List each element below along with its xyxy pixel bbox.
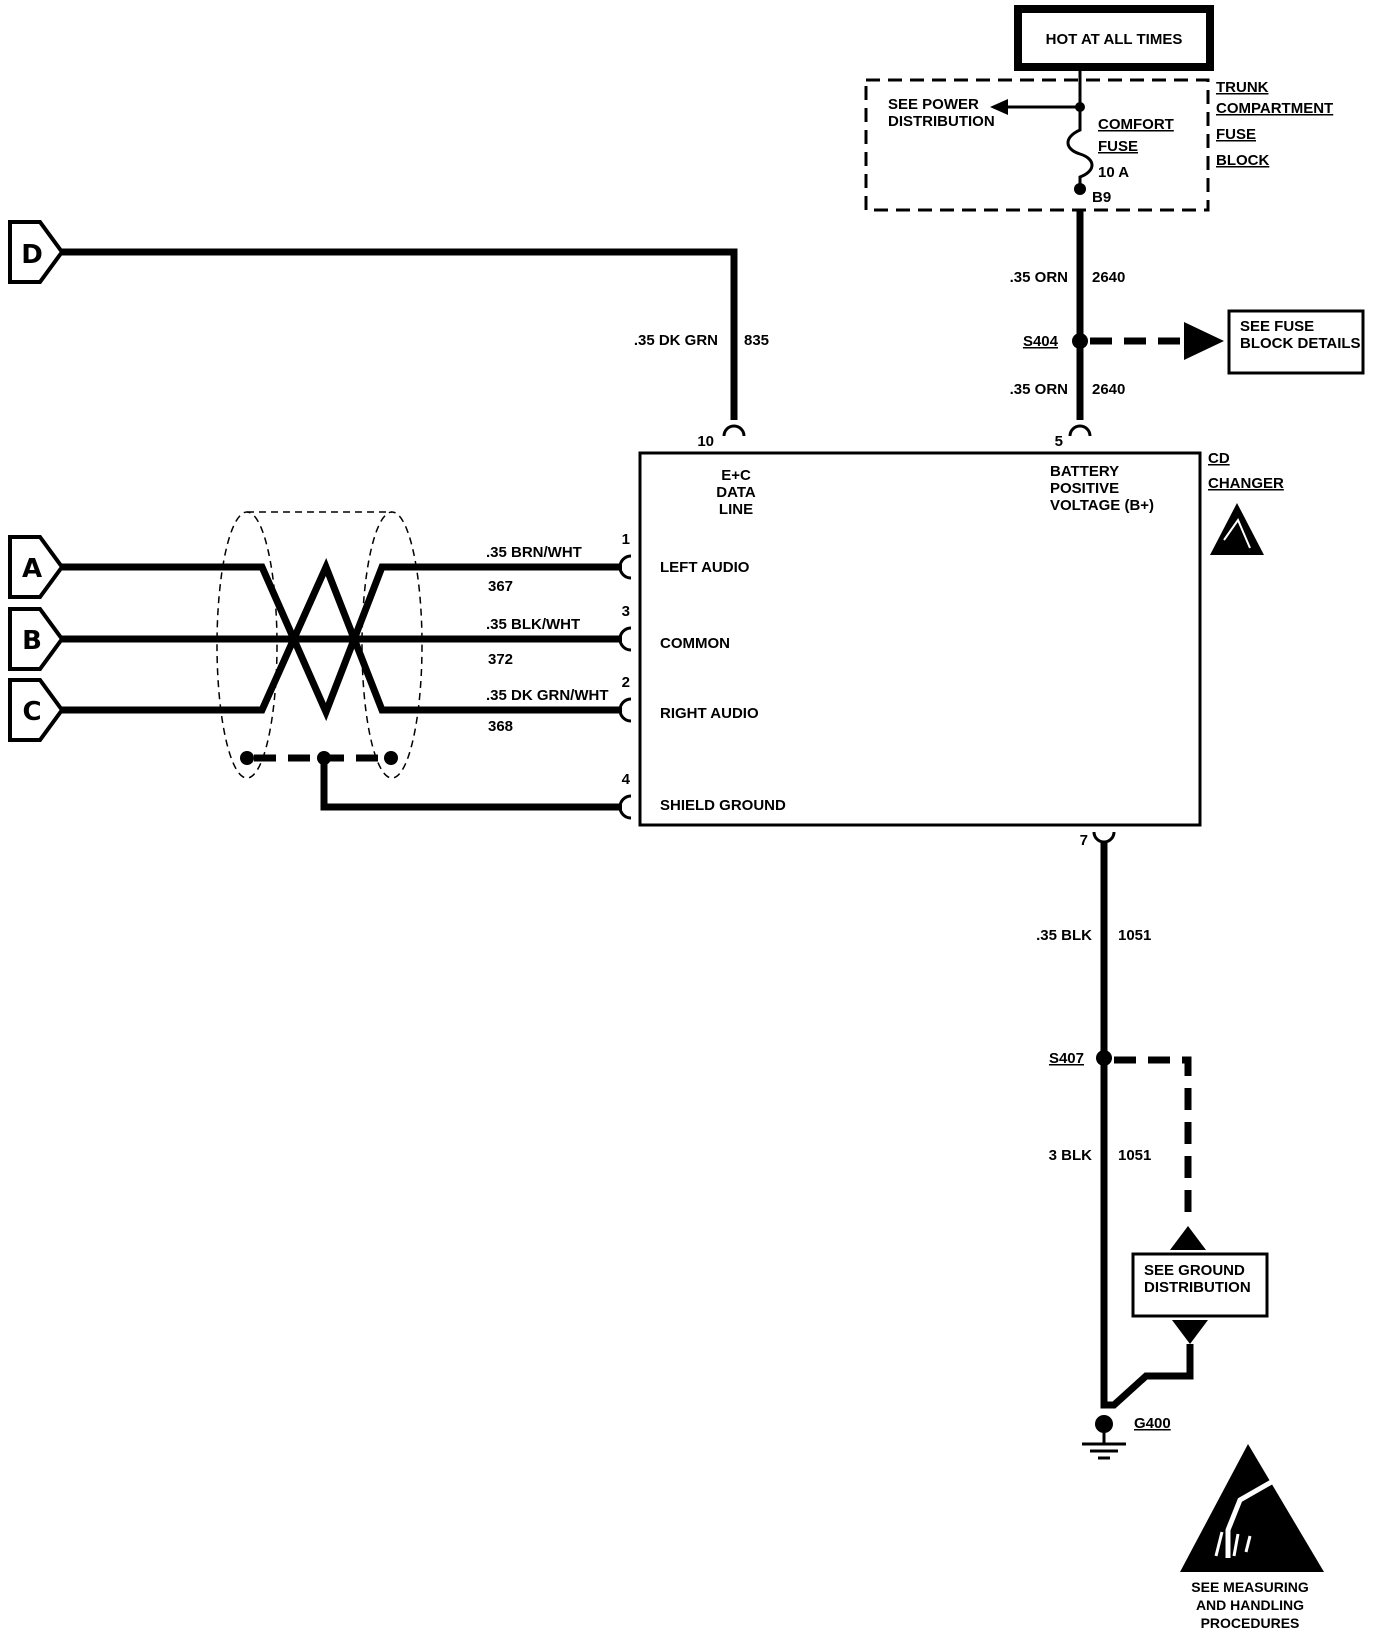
power-arrow-icon <box>990 99 1008 115</box>
pin-5-number: 5 <box>1055 433 1063 450</box>
hot-label: HOT AT ALL TIMES <box>1046 31 1183 48</box>
ground-wire-bottom-gauge: 3 BLK <box>1049 1147 1093 1164</box>
splice-s407 <box>1096 1050 1112 1066</box>
connector-a-label: A <box>22 554 42 584</box>
splice-s404-label: S404 <box>1023 333 1059 350</box>
splice-s404 <box>1072 333 1088 349</box>
splice-s407-label: S407 <box>1049 1050 1084 1067</box>
esd-note: SEE MEASURING AND HANDLING PROCEDURES <box>1180 1444 1324 1631</box>
esd-note-line-3: PROCEDURES <box>1201 1615 1300 1631</box>
right-audio-circuit: 368 <box>488 718 513 735</box>
power-wire-top-circuit: 2640 <box>1092 269 1125 286</box>
pin-4-number: 4 <box>622 771 631 788</box>
see-fuse-details-line-2: BLOCK DETAILS <box>1240 335 1361 352</box>
ground-down-arrow-icon <box>1172 1320 1208 1344</box>
connector-b <box>8 607 65 671</box>
see-fuse-details-line-1: SEE FUSE <box>1240 318 1314 335</box>
power-wire-bottom-circuit: 2640 <box>1092 381 1125 398</box>
pin-10-label-1: E+C <box>721 467 751 484</box>
pin-4-label: SHIELD GROUND <box>660 797 786 814</box>
connector-c-label: C <box>22 697 41 727</box>
pin-2-number: 2 <box>622 674 630 691</box>
cd-changer: CD CHANGER 10 E+C DATA LINE 5 BATTERY PO… <box>638 433 1284 827</box>
ground-point-g400 <box>1095 1415 1113 1433</box>
hot-at-all-times-box: HOT AT ALL TIMES <box>1014 5 1214 71</box>
esd-icon-small <box>1210 503 1264 555</box>
fuse-icon <box>1066 107 1094 189</box>
see-ground-line-1: SEE GROUND <box>1144 1262 1245 1279</box>
ground-wire-top-circuit: 1051 <box>1118 927 1151 944</box>
esd-warning-icon <box>1180 1444 1324 1572</box>
connector-a <box>8 535 65 599</box>
see-power-line-1: SEE POWER <box>888 96 979 113</box>
audio-wires: A B C 1 3 2 4 .35 BRN/WHT 367 .35 BLK/WH… <box>8 511 632 820</box>
connector-b-label: B <box>22 626 42 656</box>
pin-2-label: RIGHT AUDIO <box>660 705 759 722</box>
common-gauge: .35 BLK/WHT <box>486 616 580 633</box>
see-ground-line-2: DISTRIBUTION <box>1144 1279 1251 1296</box>
fuse-terminal: B9 <box>1092 189 1111 206</box>
device-name-line-2: CHANGER <box>1208 475 1284 492</box>
left-audio-circuit: 367 <box>488 578 513 595</box>
fuse-block-title-1: TRUNK <box>1216 79 1269 96</box>
connector-d-label: D <box>21 240 43 270</box>
pin-5-label-3: VOLTAGE (B+) <box>1050 497 1154 514</box>
esd-note-line-2: AND HANDLING <box>1196 1597 1304 1613</box>
pin-5-label-1: BATTERY <box>1050 463 1119 480</box>
fuse-rating: 10 A <box>1098 164 1129 181</box>
data-wire: D .35 DK GRN 835 <box>8 220 769 437</box>
fuse-block-title-3: FUSE <box>1216 126 1256 143</box>
ground-wire-bottom-circuit: 1051 <box>1118 1147 1151 1164</box>
common-circuit: 372 <box>488 651 513 668</box>
fuse-name-line-1: COMFORT <box>1098 116 1174 133</box>
pin-1-label: LEFT AUDIO <box>660 559 750 576</box>
left-audio-gauge: .35 BRN/WHT <box>486 544 582 561</box>
pin-7-number: 7 <box>1080 832 1088 849</box>
ground-point-label: G400 <box>1134 1415 1171 1432</box>
ground-up-arrow-icon <box>1170 1226 1206 1250</box>
data-wire-circuit: 835 <box>744 332 769 349</box>
pin-5-label-2: POSITIVE <box>1050 480 1119 497</box>
ground-wire: 7 .35 BLK 1051 S407 3 BLK 1051 SEE GROUN… <box>1036 831 1269 1460</box>
fuse-block-title-4: BLOCK <box>1216 152 1269 169</box>
esd-note-line-1: SEE MEASURING <box>1191 1579 1309 1595</box>
fuse-block-title-2: COMPARTMENT <box>1216 100 1333 117</box>
pin-10-number: 10 <box>697 433 714 450</box>
device-name-line-1: CD <box>1208 450 1230 467</box>
connector-c <box>8 678 65 742</box>
pin-10-label-3: LINE <box>719 501 753 518</box>
fuse-name-line-2: FUSE <box>1098 138 1138 155</box>
pin-10-label-2: DATA <box>716 484 756 501</box>
power-wire: .35 ORN 2640 S404 SEE FUSE BLOCK DETAILS… <box>1010 210 1365 437</box>
power-wire-top-gauge: .35 ORN <box>1010 269 1068 286</box>
pin-3-number: 3 <box>622 603 630 620</box>
connector-d <box>8 220 65 284</box>
fuse-details-arrow-icon <box>1184 322 1224 360</box>
pin-1-number: 1 <box>622 531 630 548</box>
right-audio-gauge: .35 DK GRN/WHT <box>486 687 609 704</box>
see-power-line-2: DISTRIBUTION <box>888 113 995 130</box>
data-wire-gauge: .35 DK GRN <box>634 332 718 349</box>
power-wire-bottom-gauge: .35 ORN <box>1010 381 1068 398</box>
ground-symbol-icon <box>1082 1433 1126 1460</box>
pin-3-label: COMMON <box>660 635 730 652</box>
trunk-fuse-block: SEE POWER DISTRIBUTION COMFORT FUSE 10 A… <box>864 67 1333 212</box>
ground-wire-top-gauge: .35 BLK <box>1036 927 1092 944</box>
